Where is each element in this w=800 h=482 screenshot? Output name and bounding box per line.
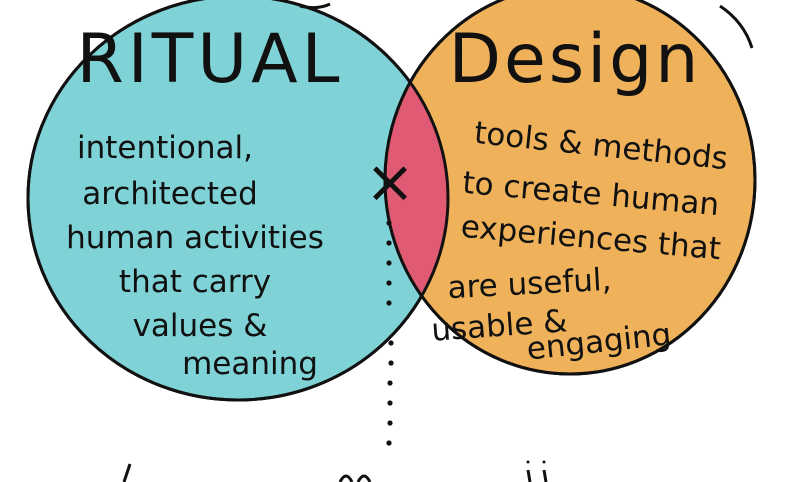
pen-stroke-top bbox=[299, 2, 331, 10]
intersection-mark: × bbox=[365, 147, 415, 217]
ritual-line: meaning bbox=[182, 346, 318, 382]
ritual-line: human activities bbox=[66, 220, 324, 256]
ritual-line: values & bbox=[133, 308, 268, 344]
pen-stroke-right bbox=[719, 4, 754, 49]
cropped-handwriting bbox=[122, 460, 548, 482]
dotted-connector bbox=[386, 220, 394, 446]
ritual-title: RITUAL bbox=[76, 20, 343, 99]
ritual-line: that carry bbox=[119, 264, 271, 300]
design-title: Design bbox=[449, 20, 702, 99]
ritual-line: architected bbox=[82, 176, 258, 212]
ritual-description: intentional, architected human activitie… bbox=[66, 130, 324, 382]
ritual-line: intentional, bbox=[77, 130, 253, 166]
design-line: are useful, bbox=[447, 262, 613, 307]
